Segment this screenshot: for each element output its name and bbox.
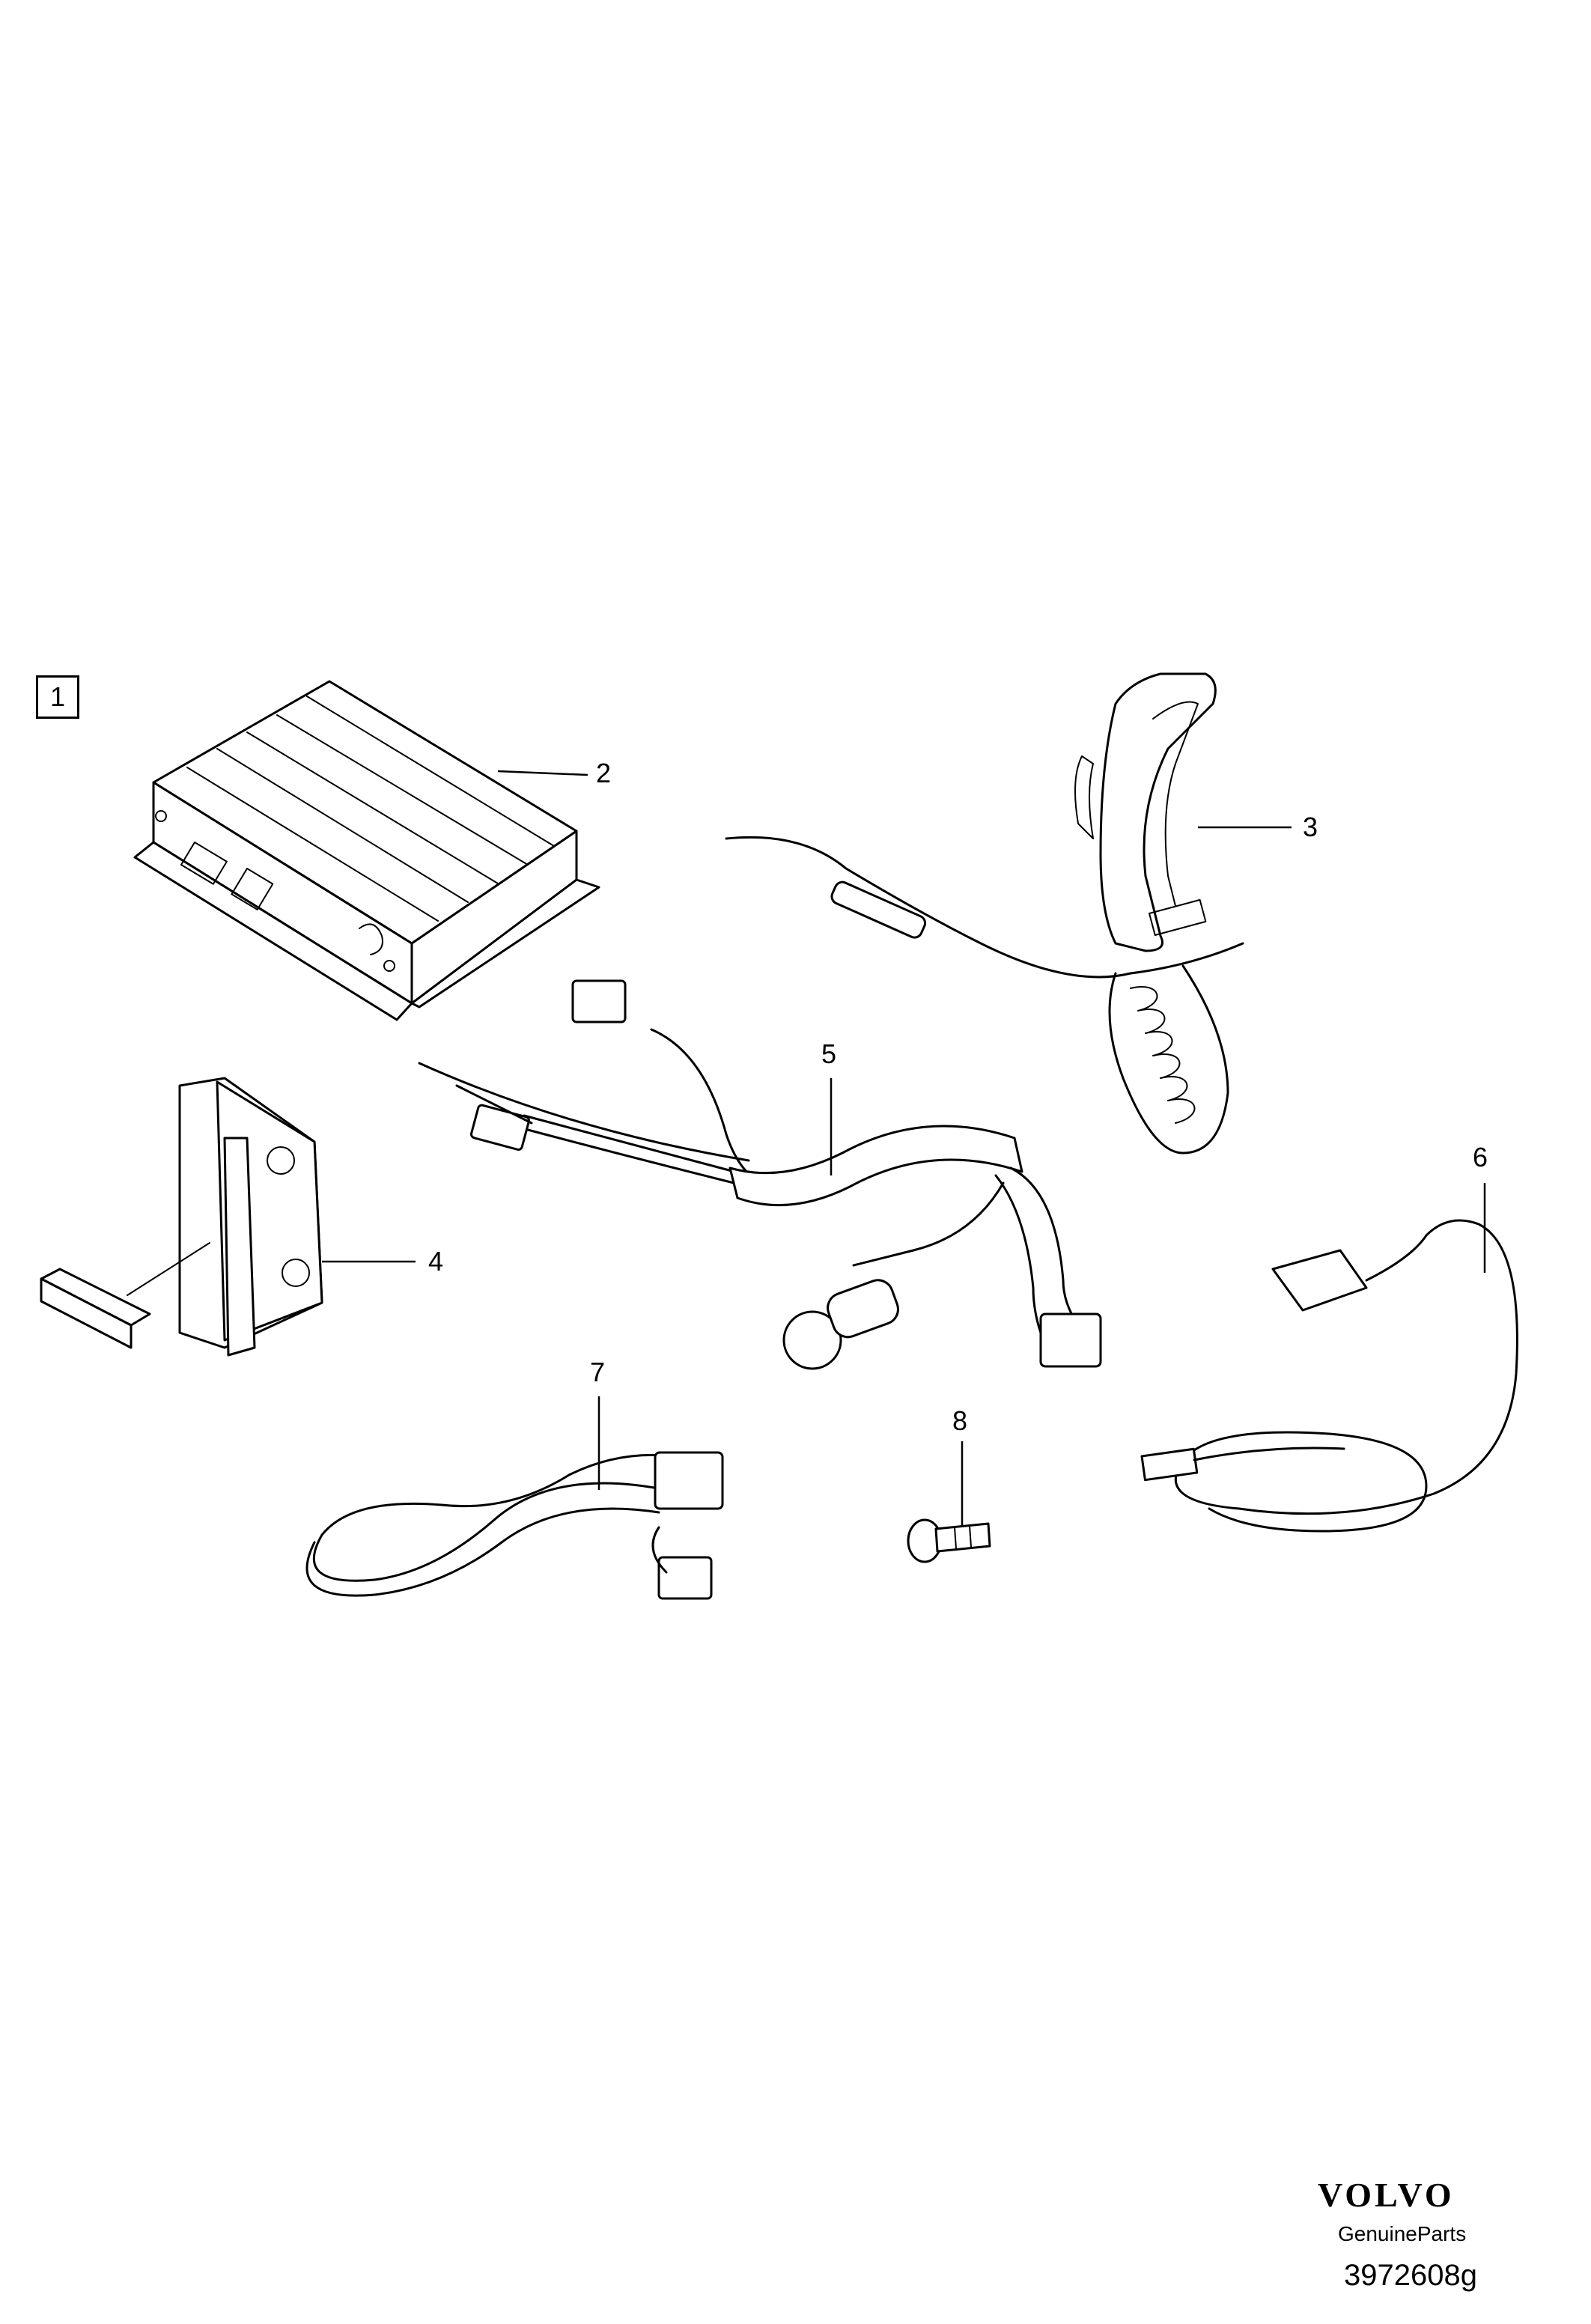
callout-7: 7	[590, 1357, 606, 1387]
callout-4: 4	[428, 1246, 444, 1277]
leader-2	[497, 770, 588, 776]
callout-6: 6	[1473, 1142, 1488, 1172]
part-7-cable-loop	[305, 1451, 724, 1600]
part-4-bracket	[40, 1077, 323, 1357]
part-5-wiring-harness	[418, 979, 1102, 1370]
part-3-phone-cradle	[725, 672, 1244, 1155]
callout-3: 3	[1303, 812, 1318, 842]
callout-8: 8	[952, 1405, 968, 1436]
callout-5: 5	[821, 1038, 837, 1069]
assembly-label: 1	[36, 675, 79, 719]
brand-subtitle: GenuineParts	[1338, 2222, 1467, 2245]
part-8-screw	[907, 1518, 991, 1563]
brand-logo: VOLVO	[1318, 2176, 1455, 2214]
callout-2: 2	[596, 758, 612, 788]
part-6-cable	[1140, 1219, 1518, 1533]
diagram-reference: 3972608g	[1344, 2259, 1477, 2292]
part-2-control-unit	[133, 680, 600, 1021]
